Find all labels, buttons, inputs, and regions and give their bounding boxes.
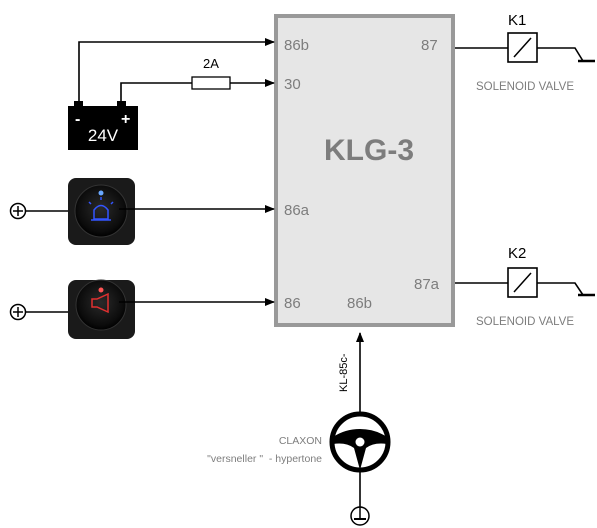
claxon-wire-label: KL-85c- (338, 353, 350, 392)
battery-body (68, 106, 138, 150)
battery-wiring: 2A (78, 38, 275, 101)
k2-tag: K2 (508, 245, 526, 262)
fuse-rating: 2A (203, 56, 219, 71)
claxon-title: CLAXON (279, 435, 322, 447)
k1-coil-slash (513, 37, 532, 58)
k2-coil-slash (513, 272, 532, 293)
fuse (191, 76, 231, 90)
pin-87: 87 (421, 37, 438, 54)
battery: - + 24V (68, 101, 138, 150)
claxon[interactable]: KL-85c- CLAXON "versneller " - hypertone (207, 332, 391, 526)
output-k2: K2 SOLENOID VALVE (455, 245, 595, 328)
switch-1-knob (74, 184, 128, 238)
pin-30: 30 (284, 76, 301, 93)
claxon-subtitle: "versneller " - hypertone (207, 453, 322, 465)
battery-voltage: 24V (88, 126, 119, 145)
wire-battery-minus-to-86b (78, 38, 275, 101)
plus-supply-2-icon (9, 303, 27, 321)
relay-block: KLG-3 86b 30 86a 86 86b 87 87a (274, 14, 455, 327)
k1-tag: K1 (508, 12, 526, 29)
wire-battery-plus-to-fuse (120, 82, 192, 101)
output-k1: K1 SOLENOID VALVE (455, 12, 595, 93)
plus-supply-1-icon (9, 202, 27, 220)
k1-label: SOLENOID VALVE (476, 81, 574, 93)
switch-horn[interactable] (9, 279, 275, 339)
pin-86b-bottom: 86b (347, 295, 372, 312)
battery-terminal-minus (74, 101, 83, 107)
steering-wheel-icon (329, 411, 391, 473)
horn-icon (91, 292, 109, 314)
relay-body (274, 14, 455, 327)
wire-k1-to-ground (537, 47, 584, 62)
switch-2-led (98, 287, 104, 293)
beacon-light-icon (88, 197, 114, 221)
claxon-ground-icon (350, 506, 370, 526)
wire-k2-to-ground (537, 282, 584, 296)
battery-plus-sign: + (121, 111, 130, 128)
pin-86: 86 (284, 295, 301, 312)
switch-1-led (98, 190, 104, 196)
switch-2-knob (75, 279, 127, 331)
pin-87a: 87a (414, 276, 440, 293)
pin-86a: 86a (284, 202, 310, 219)
battery-minus-sign: - (75, 111, 80, 128)
k2-label: SOLENOID VALVE (476, 316, 574, 328)
switch-beacon[interactable] (9, 178, 275, 245)
relay-title: KLG-3 (324, 134, 414, 167)
battery-terminal-plus (117, 101, 126, 107)
pin-86b-top: 86b (284, 37, 309, 54)
